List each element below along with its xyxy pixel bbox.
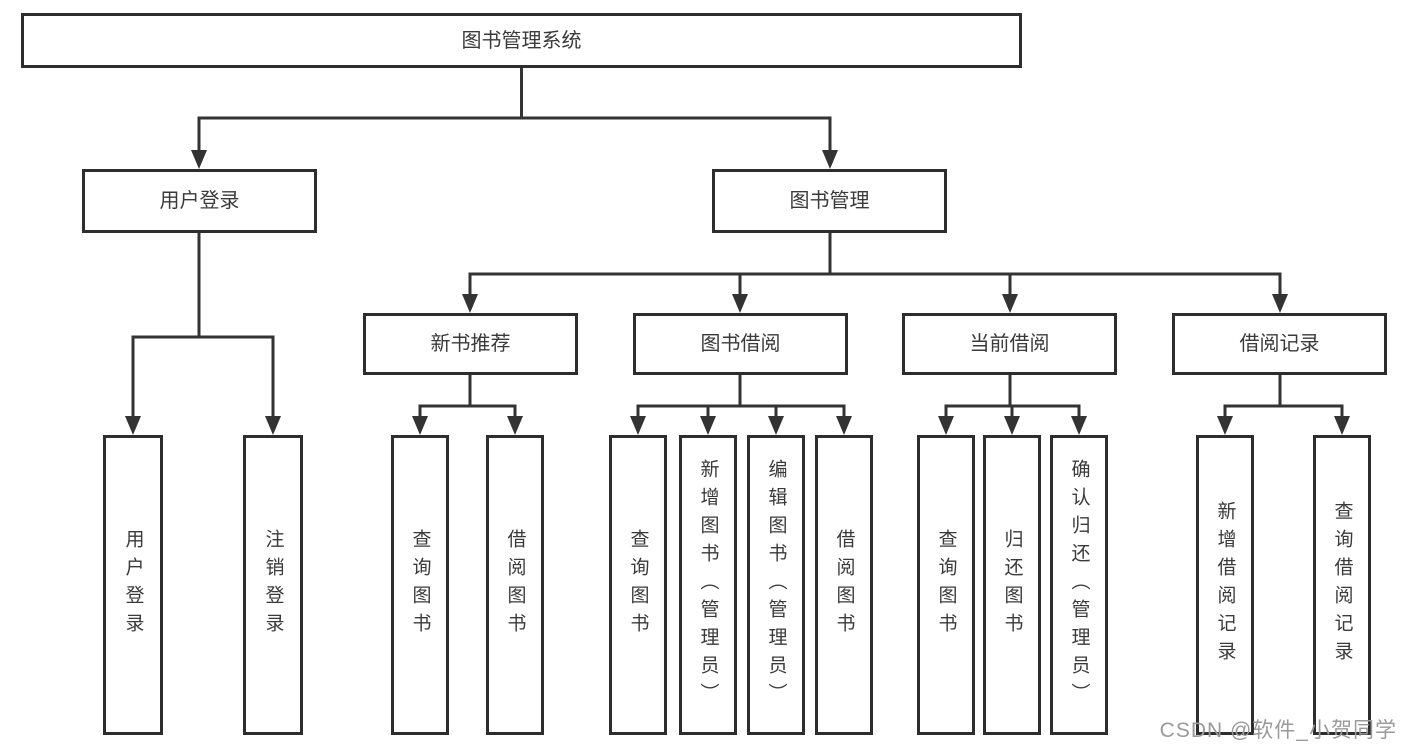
node-borrow-records-label: 借阅记录 [1239,333,1320,355]
node-new-book-recommend: 新书推荐 [363,313,578,375]
leaf-logout: 注销登录 [243,435,303,735]
leaf-query-books-borrow: 查询图书 [609,435,667,735]
node-book-borrow-label: 图书借阅 [700,333,781,355]
node-new-book-recommend-label: 新书推荐 [430,333,511,355]
leaf-return-books: 归还图书 [983,435,1041,735]
leaf-borrow-books: 借阅图书 [815,435,873,735]
watermark: CSDN @软件_小贺同学 [1159,719,1397,742]
leaf-borrow-books-recommend: 借阅图书 [486,435,544,735]
node-book-management: 图书管理 [712,169,947,233]
leaf-query-borrow-record: 查询借阅记录 [1313,435,1371,735]
leaf-user-login: 用户登录 [103,435,163,735]
node-user-login: 用户登录 [82,169,317,233]
leaf-query-books-recommend: 查询图书 [391,435,449,735]
node-current-borrow-label: 当前借阅 [969,333,1050,355]
node-book-borrow: 图书借阅 [633,313,848,375]
node-current-borrow: 当前借阅 [902,313,1117,375]
arrowheads [125,150,1350,435]
node-borrow-records: 借阅记录 [1172,313,1387,375]
node-root-label: 图书管理系统 [461,29,582,52]
leaf-edit-books-admin: 编辑图书（管理员） [747,435,805,735]
node-user-login-label: 用户登录 [159,190,240,212]
leaf-add-books-admin: 新增图书（管理员） [679,435,737,735]
leaf-query-books-current: 查询图书 [917,435,975,735]
node-book-management-label: 图书管理 [789,190,870,212]
leaf-add-borrow-record: 新增借阅记录 [1196,435,1254,735]
leaf-confirm-return-admin: 确认归还（管理员） [1050,435,1108,735]
node-root: 图书管理系统 [21,13,1022,68]
